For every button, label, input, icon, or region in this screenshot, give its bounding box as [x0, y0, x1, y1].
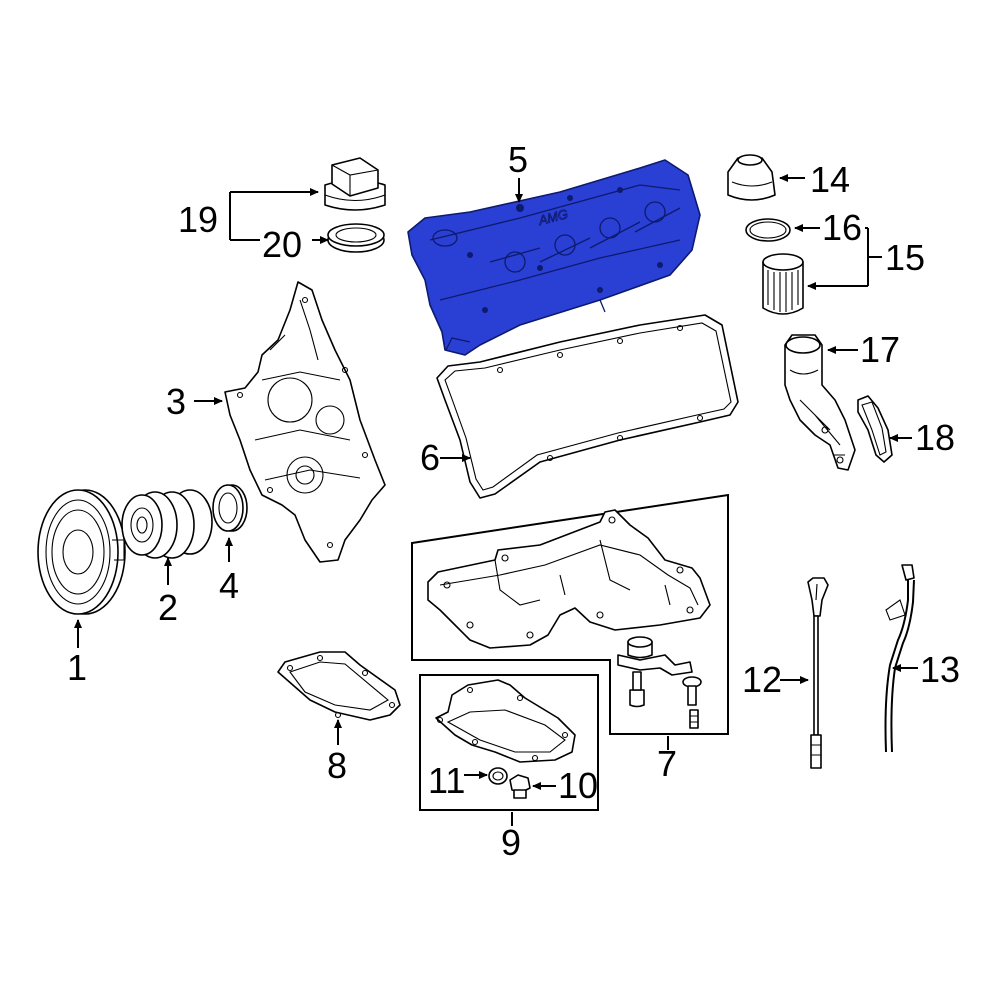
callout-10: 10	[558, 765, 598, 806]
crankshaft-hub[interactable]	[121, 489, 213, 559]
oil-filter-housing[interactable]	[784, 334, 856, 471]
callout-19-bracket	[229, 188, 329, 244]
oil-pan-kit-box	[411, 493, 729, 735]
oil-dipstick[interactable]	[807, 577, 829, 769]
oil-filler-cap[interactable]	[324, 157, 386, 211]
callout-14: 14	[810, 159, 850, 200]
drain-plug-washer[interactable]	[488, 767, 508, 785]
pickup-bolt-3[interactable]	[689, 709, 699, 729]
lower-oil-pan[interactable]	[435, 679, 576, 763]
callout-13: 13	[920, 649, 960, 690]
pickup-bolt-1[interactable]	[629, 671, 645, 708]
upper-oil-pan[interactable]	[427, 509, 711, 649]
oil-pan-cover[interactable]	[277, 651, 401, 721]
drain-plug[interactable]	[509, 774, 531, 799]
crankshaft-pulley[interactable]	[37, 489, 126, 615]
callout-15: 15	[885, 237, 925, 278]
callout-4: 4	[219, 565, 239, 606]
callout-15-bracket	[807, 227, 882, 290]
callout-8: 8	[327, 745, 347, 786]
callout-3: 3	[166, 381, 186, 422]
callout-9: 9	[501, 822, 521, 863]
callout-1: 1	[67, 647, 87, 688]
oil-filter-element[interactable]	[762, 253, 804, 315]
callout-18: 18	[915, 417, 955, 458]
callout-11: 11	[428, 760, 465, 801]
callout-16: 16	[822, 207, 862, 248]
crankshaft-front-seal[interactable]	[212, 484, 248, 532]
oil-filter-o-ring[interactable]	[745, 218, 791, 242]
callout-5: 5	[508, 139, 528, 180]
callout-20: 20	[262, 224, 302, 265]
oil-filter-housing-gasket[interactable]	[857, 395, 893, 463]
callout-17: 17	[860, 329, 900, 370]
dipstick-tube[interactable]	[884, 564, 915, 753]
callout-19: 19	[178, 199, 218, 240]
valve-cover-gasket[interactable]	[436, 314, 739, 499]
callout-7: 7	[657, 743, 677, 784]
oil-filter-cap[interactable]	[727, 154, 776, 201]
timing-cover[interactable]	[224, 281, 386, 563]
oil-filler-cap-seal[interactable]	[327, 223, 385, 253]
callout-2: 2	[158, 587, 178, 628]
callout-6: 6	[420, 437, 440, 478]
pickup-bolt-2[interactable]	[682, 676, 702, 706]
callout-12: 12	[742, 659, 782, 700]
valve-cover[interactable]: AMG	[407, 159, 701, 356]
oil-pump-pickup[interactable]	[617, 636, 693, 676]
lower-oil-pan-box	[419, 674, 599, 811]
